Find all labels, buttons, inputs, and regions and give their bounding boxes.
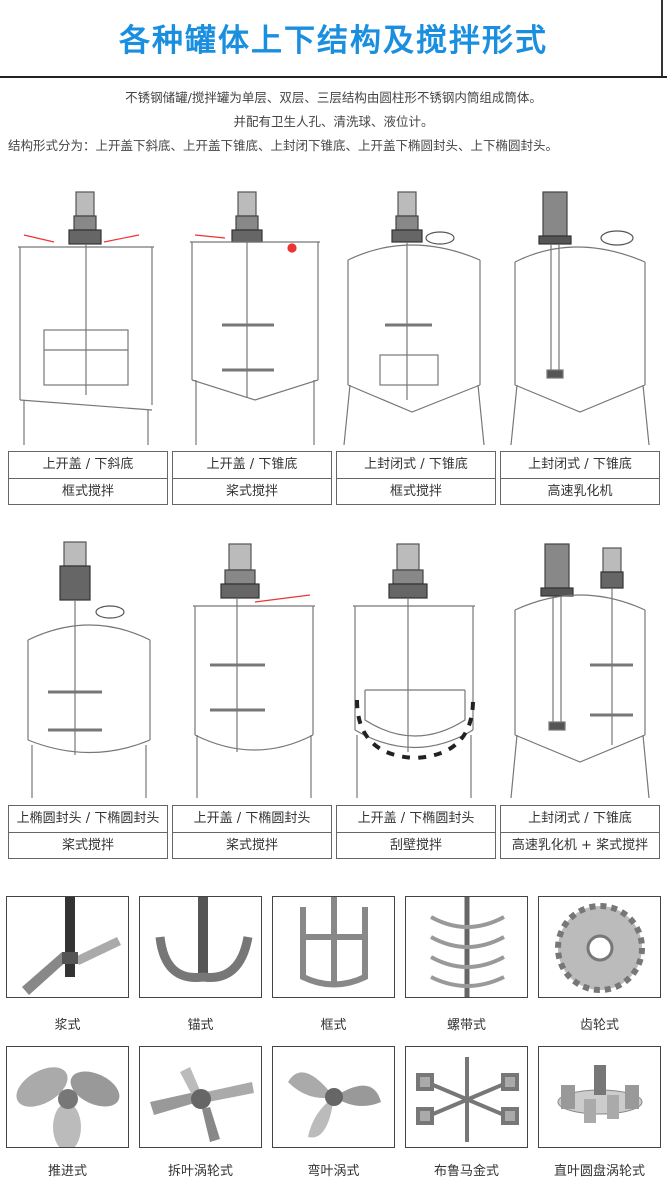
agitator-image-frame (272, 896, 395, 998)
tank-drawing-7 (345, 540, 485, 800)
agitator-image-anchor (139, 896, 262, 998)
tank-structure: 上封闭式 / 下锥底 (528, 811, 632, 826)
agitator-image-propeller (6, 1046, 129, 1148)
tank-structure: 上开盖 / 下椭圆封头 (357, 811, 475, 826)
agitator-image-pitched-turbine (139, 1046, 262, 1148)
tank-agitator: 刮壁搅拌 (337, 832, 495, 858)
tank-label-5: 上椭圆封头 / 下椭圆封头 桨式搅拌 (8, 805, 168, 859)
tank-structure: 上封闭式 / 下锥底 (364, 457, 468, 472)
intro-line-1: 不锈钢储罐/搅拌罐为单层、双层、三层结构由圆柱形不锈钢内筒组成筒体。 (125, 90, 542, 105)
agitator-label-gear: 齿轮式 (579, 1018, 619, 1033)
agitator-label-propeller: 推进式 (47, 1164, 87, 1179)
tank-label-7: 上开盖 / 下椭圆封头 刮壁搅拌 (336, 805, 496, 859)
tank-agitator: 框式搅拌 (337, 478, 495, 504)
agitator-label-pitched-turbine: 拆叶涡轮式 (167, 1164, 233, 1179)
tank-agitator: 桨式搅拌 (9, 832, 167, 858)
tank-label-2: 上开盖 / 下锥底 桨式搅拌 (172, 451, 332, 505)
title-right-edge (661, 0, 663, 76)
tank-label-6: 上开盖 / 下椭圆封头 桨式搅拌 (172, 805, 332, 859)
agitator-label-ribbon: 螺带式 (446, 1018, 486, 1033)
tank-structure: 上封闭式 / 下锥底 (528, 457, 632, 472)
agitator-label-brumagin: 布鲁马金式 (433, 1164, 499, 1179)
agitator-label-flat-disc-turbine: 直叶圆盘涡轮式 (553, 1164, 645, 1179)
tank-agitator: 高速乳化机 (501, 478, 659, 504)
agitator-label-frame: 框式 (320, 1018, 347, 1033)
tank-structure: 上开盖 / 下椭圆封头 (193, 811, 311, 826)
agitator-image-curved-blade (272, 1046, 395, 1148)
tank-drawing-3 (340, 190, 490, 445)
agitator-image-brumagin (405, 1046, 528, 1148)
tank-structure: 上开盖 / 下斜底 (42, 457, 134, 472)
tank-agitator: 框式搅拌 (9, 478, 167, 504)
intro-line-2: 并配有卫生人孔、清洗球、液位计。 (233, 114, 434, 129)
tank-agitator: 高速乳化机 + 桨式搅拌 (501, 832, 659, 858)
intro-text: 不锈钢储罐/搅拌罐为单层、双层、三层结构由圆柱形不锈钢内筒组成筒体。 并配有卫生… (0, 86, 667, 158)
tank-drawing-6 (185, 540, 325, 800)
agitator-image-gear (538, 896, 661, 998)
agitator-label-paddle: 浆式 (54, 1018, 81, 1033)
tank-label-8: 上封闭式 / 下锥底 高速乳化机 + 桨式搅拌 (500, 805, 660, 859)
agitator-image-paddle (6, 896, 129, 998)
page-title: 各种罐体上下结构及搅拌形式 (119, 23, 548, 59)
tank-structure: 上开盖 / 下锥底 (206, 457, 298, 472)
tank-drawing-8 (505, 540, 655, 800)
tank-agitator: 桨式搅拌 (173, 478, 331, 504)
tank-structure: 上椭圆封头 / 下椭圆封头 (16, 811, 160, 826)
agitator-image-ribbon (405, 896, 528, 998)
tank-drawing-5 (20, 540, 160, 800)
tank-drawing-2 (180, 190, 330, 445)
tank-drawing-4 (505, 190, 655, 445)
agitator-label-anchor: 锚式 (187, 1018, 214, 1033)
tank-label-1: 上开盖 / 下斜底 框式搅拌 (8, 451, 168, 505)
agitator-label-curved-blade: 弯叶涡式 (307, 1164, 360, 1179)
title-bar: 各种罐体上下结构及搅拌形式 (0, 0, 667, 78)
tank-label-3: 上封闭式 / 下锥底 框式搅拌 (336, 451, 496, 505)
tank-agitator: 桨式搅拌 (173, 832, 331, 858)
agitator-image-flat-disc-turbine (538, 1046, 661, 1148)
tank-drawing-1 (14, 190, 164, 445)
tank-label-4: 上封闭式 / 下锥底 高速乳化机 (500, 451, 660, 505)
intro-line-3: 结构形式分为：上开盖下斜底、上开盖下锥底、上封闭下锥底、上开盖下椭圆封头、上下椭… (8, 138, 559, 153)
